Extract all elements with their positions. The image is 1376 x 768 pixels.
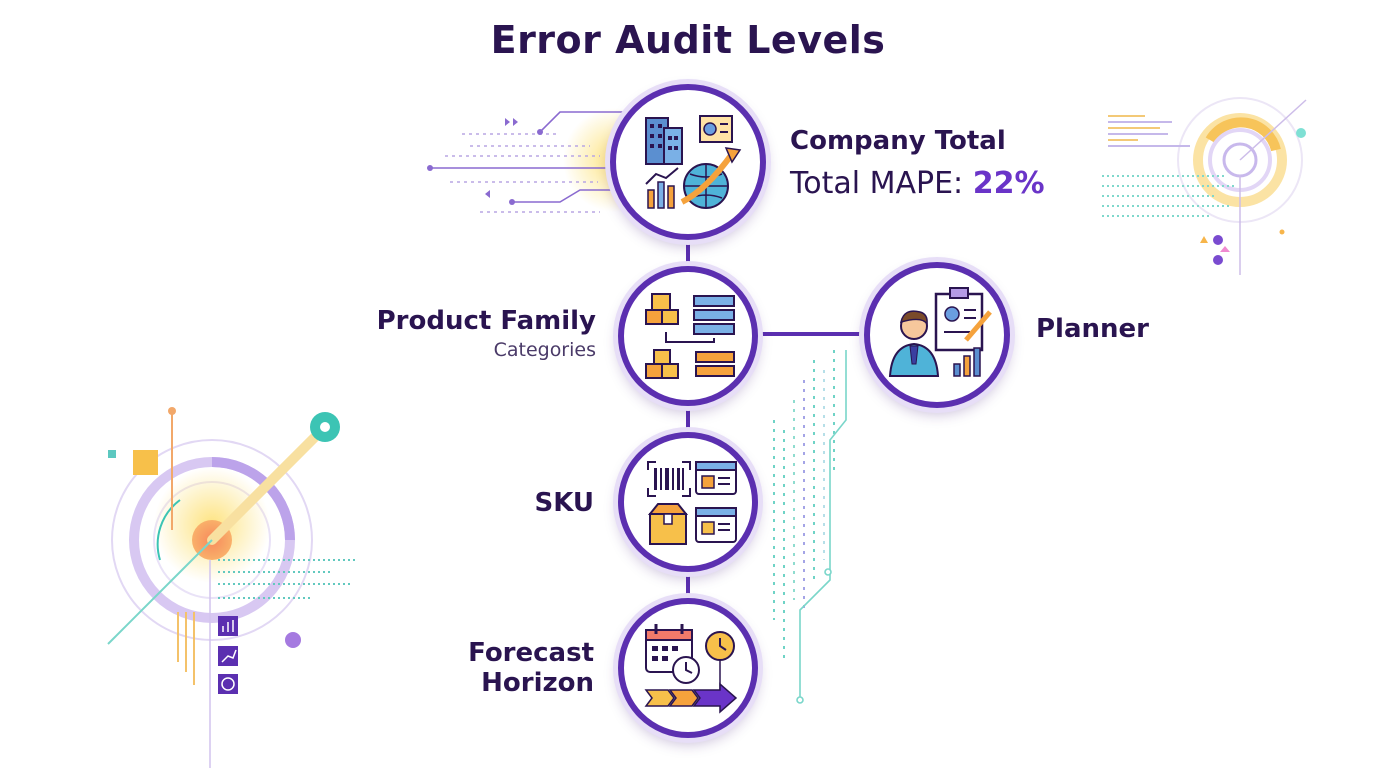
planner-node xyxy=(864,262,1010,408)
product-family-sublabel: Categories xyxy=(493,339,596,361)
sku-label: SKU xyxy=(534,488,594,518)
forecast-horizon-label-line1: Forecast xyxy=(468,638,594,668)
total-mape-metric: Total MAPE: 22% xyxy=(790,166,1045,201)
sku-node xyxy=(618,432,758,572)
product-family-node xyxy=(618,266,758,406)
forecast-horizon-node xyxy=(618,598,758,738)
radar-widget-decoration xyxy=(107,407,355,768)
planner-label: Planner xyxy=(1036,314,1149,344)
product-family-label: Product Family xyxy=(376,306,596,336)
barcode-package-icon xyxy=(647,461,737,545)
circuit-line-decoration xyxy=(796,350,847,704)
person-clipboard-icon xyxy=(888,287,992,377)
forecast-horizon-label: Forecast Horizon xyxy=(400,638,594,698)
data-stream-decoration xyxy=(773,350,835,660)
target-widget-decoration xyxy=(1102,97,1307,275)
page-title: Error Audit Levels xyxy=(490,18,886,62)
buildings-globe-chart-icon xyxy=(645,115,742,209)
calendar-clock-arrow-icon xyxy=(644,624,738,714)
boxes-hierarchy-icon xyxy=(645,293,735,379)
company-total-node xyxy=(610,84,766,240)
total-mape-label: Total MAPE: xyxy=(790,166,964,201)
company-total-label: Company Total xyxy=(790,126,1006,156)
forecast-horizon-label-line2: Horizon xyxy=(481,668,594,698)
total-mape-value: 22% xyxy=(972,166,1045,201)
